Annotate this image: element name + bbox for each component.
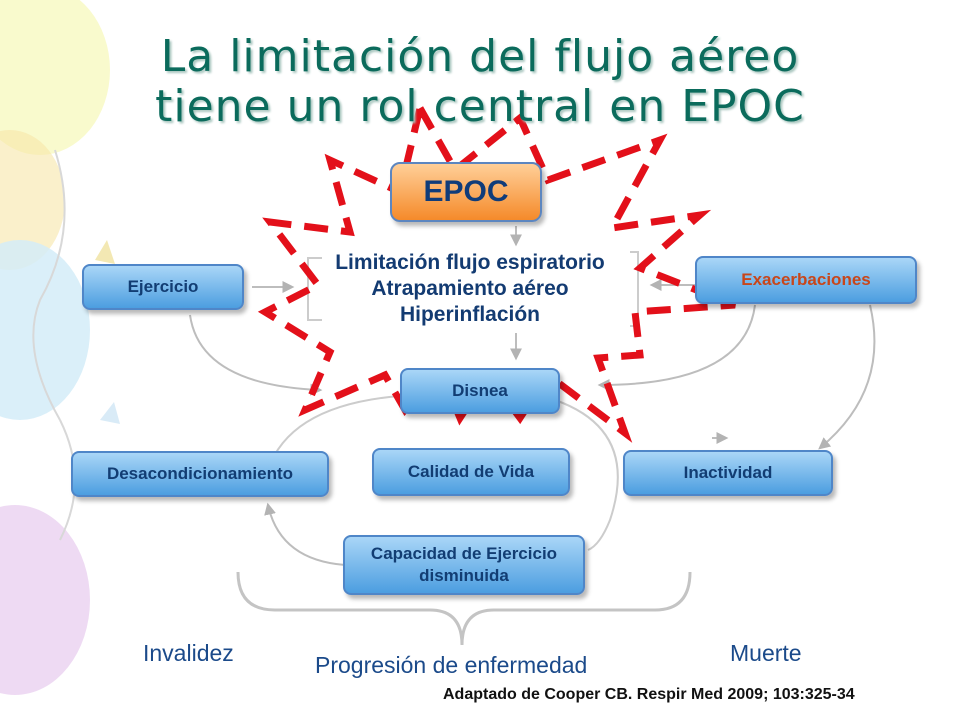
hiperinflacion-text: Hiperinflación	[399, 303, 541, 326]
burst-star	[257, 98, 737, 443]
page-title: La limitación del flujo aéreo tiene un r…	[60, 32, 900, 132]
ejercicio-box: Ejercicio	[82, 264, 244, 310]
capacidad-ejercicio-box: Capacidad de Ejercicio disminuida	[343, 535, 585, 595]
epoc-label: EPOC	[423, 175, 509, 208]
arrow-exacerbaciones-to-disnea	[597, 304, 756, 391]
capacidad-line-1: Capacidad de Ejercicio	[370, 544, 558, 563]
ejercicio-label: Ejercicio	[127, 277, 199, 296]
cycle-loop-left	[264, 502, 346, 566]
calidad-de-vida-label: Calidad de Vida	[407, 462, 535, 481]
capacidad-ejercicio-label: Capacidad de Ejercicio disminuida	[365, 543, 563, 587]
disnea-box: Disnea	[400, 368, 560, 414]
exacerbaciones-box: Exacerbaciones	[695, 256, 917, 304]
central-mechanism-text: Limitación flujo espiratorio Atrapamient…	[300, 250, 640, 328]
arrow-exacerbaciones-to-inactividad	[818, 304, 876, 450]
desacondicionamiento-box: Desacondicionamiento	[71, 451, 329, 497]
progression-brace	[236, 571, 692, 646]
title-line-2: tiene un rol central en EPOC	[155, 81, 805, 132]
title-line-1: La limitación del flujo aéreo	[160, 31, 800, 82]
capacidad-line-2: disminuida	[419, 566, 509, 585]
cycle-loop-right	[554, 399, 619, 551]
inactividad-label: Inactividad	[683, 463, 773, 482]
atrapamiento-text: Atrapamiento aéreo	[371, 277, 569, 300]
disnea-label: Disnea	[452, 381, 508, 400]
exacerbaciones-label: Exacerbaciones	[741, 270, 871, 289]
muerte-label: Muerte	[730, 640, 802, 666]
limitacion-flujo-text: Limitación flujo espiratorio	[335, 251, 605, 274]
citation: Adaptado de Cooper CB. Respir Med 2009; …	[443, 686, 855, 703]
arrow-ejercicio-to-disnea	[189, 314, 323, 396]
calidad-de-vida-box: Calidad de Vida	[372, 448, 570, 496]
progresion-label: Progresión de enfermedad	[315, 652, 588, 678]
epoc-box: EPOC	[390, 162, 542, 222]
desacondicionamiento-label: Desacondicionamiento	[106, 464, 294, 483]
inactividad-box: Inactividad	[623, 450, 833, 496]
invalidez-label: Invalidez	[143, 640, 234, 666]
